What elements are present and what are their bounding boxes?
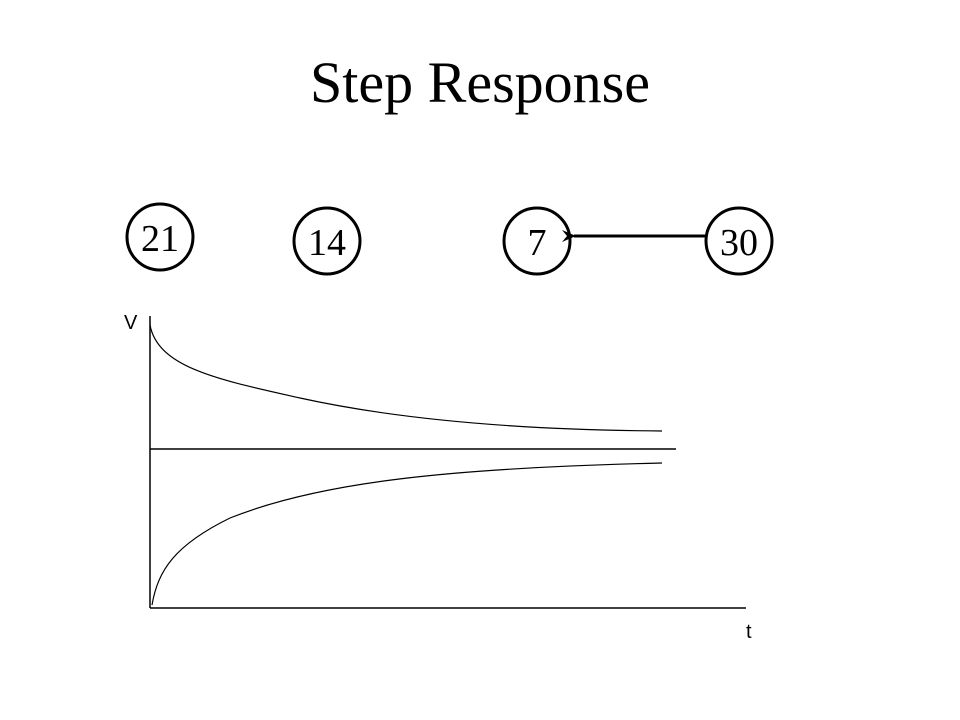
node-21: 21: [125, 202, 195, 272]
upper-response-curve: [149, 324, 663, 432]
node-14-label: 14: [308, 222, 346, 264]
node-14: 14: [292, 206, 362, 276]
node-21-circle: [125, 202, 195, 272]
lower-response-curve: [151, 462, 663, 606]
node-7-label: 7: [528, 222, 547, 264]
slide-title: Step Response: [310, 50, 650, 115]
y-axis-label: V: [124, 312, 138, 334]
node-14-circle: [292, 206, 362, 276]
node-30: 30: [704, 206, 774, 276]
x-axis-label: t: [746, 621, 752, 643]
node-30-label: 30: [720, 222, 758, 264]
node-21-label: 21: [141, 218, 179, 260]
node-30-circle: [704, 206, 774, 276]
node-7: 7: [502, 206, 572, 276]
